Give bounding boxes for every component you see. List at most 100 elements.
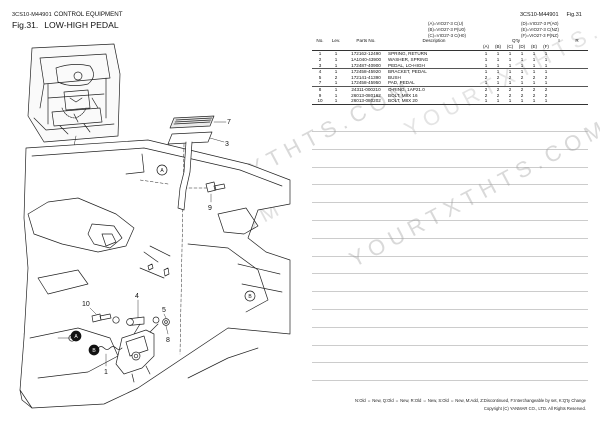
cell-qty: 1 bbox=[544, 62, 548, 68]
cell-qty: 1 bbox=[492, 98, 504, 105]
doc-code: 3CS10-M44901 bbox=[12, 12, 52, 18]
cell-parts-no: 24311-000210 bbox=[344, 85, 388, 93]
bracket-assembly bbox=[68, 313, 170, 383]
blank-rows bbox=[312, 114, 588, 396]
col-model-e: (E) bbox=[528, 44, 540, 52]
cell-lev: 1 bbox=[334, 92, 338, 98]
model-item: (E)=VIO27-3 C(NZ) bbox=[521, 27, 559, 32]
cell-no: 2 bbox=[318, 57, 322, 62]
col-qty: Q'ty bbox=[512, 38, 521, 43]
callout-1: 1 bbox=[104, 369, 108, 376]
cell-qty: 2 bbox=[544, 74, 548, 80]
cell-qty: 1 bbox=[480, 98, 492, 105]
copyright: Copyright (C) YANMAR CO., LTD. All Right… bbox=[483, 406, 586, 411]
cell-lev: 1 bbox=[334, 62, 338, 68]
cell-parts-no: 172458-45920 bbox=[344, 68, 388, 75]
cell-qty: 1 bbox=[484, 80, 488, 86]
callout-9: 9 bbox=[208, 205, 212, 212]
pedal-lo-high bbox=[167, 131, 213, 211]
cell-qty: 2 bbox=[484, 74, 488, 80]
callout-5: 5 bbox=[162, 307, 166, 314]
cell-no: 7 bbox=[318, 80, 322, 86]
cell-description: PEDAL, LO-HIGH bbox=[388, 62, 425, 68]
cell-qty: 1 bbox=[544, 51, 548, 57]
floor-plate bbox=[19, 139, 291, 409]
cell-qty: 1 bbox=[528, 68, 540, 75]
cell-qty: 1 bbox=[492, 68, 504, 75]
col-no: No. bbox=[316, 38, 324, 43]
cell-parts-no: 172141-41390 bbox=[351, 74, 381, 80]
cell-qty: 1 bbox=[528, 98, 540, 105]
cell-i bbox=[552, 68, 567, 75]
cell-parts-no: 172162-12490 bbox=[351, 51, 381, 57]
cell-qty: 1 bbox=[520, 80, 524, 86]
svg-text:B: B bbox=[92, 348, 96, 354]
marker-b-plate: B bbox=[244, 290, 256, 302]
cell-lev: 1 bbox=[328, 85, 344, 93]
cell-no: 1 bbox=[318, 51, 322, 57]
cell-qty: 2 bbox=[520, 92, 524, 98]
cell-i bbox=[552, 85, 567, 93]
cell-lev: 1 bbox=[334, 57, 338, 62]
col-lev: Lev. bbox=[331, 38, 341, 43]
cell-description: WASHER, SPRING bbox=[388, 57, 429, 62]
cell-qty: 2 bbox=[496, 74, 500, 80]
exploded-parts-diagram: 7 3 9 10 4 5 8 1 A B A B bbox=[19, 43, 291, 409]
cell-qty: 1 bbox=[520, 62, 524, 68]
cell-parts-no: 172458-45950 bbox=[351, 80, 381, 86]
parts-list: No. Lev. Parts No. Description Q'ty I R … bbox=[312, 38, 589, 105]
callout-7: 7 bbox=[227, 119, 231, 126]
cell-qty: 2 bbox=[496, 92, 500, 98]
cell-qty: 2 bbox=[532, 92, 536, 98]
cell-qty: 1 bbox=[540, 98, 553, 105]
figure-number: Fig.31. bbox=[12, 20, 39, 30]
section-title: CONTROL EQUIPMENT bbox=[54, 11, 123, 18]
cell-qty: 1 bbox=[480, 68, 492, 75]
model-legend-right: (D)=VIO27-3 P(A0) (E)=VIO27-3 C(NZ) (F)=… bbox=[521, 21, 559, 39]
cell-qty: 1 bbox=[540, 68, 553, 75]
cell-r bbox=[566, 68, 589, 75]
cell-no: 5 bbox=[318, 74, 322, 80]
cell-no: 8 bbox=[312, 85, 328, 93]
right-doc-code: 3CS10-M44901 bbox=[520, 12, 559, 18]
col-i: I bbox=[558, 38, 560, 43]
cell-qty: 1 bbox=[532, 51, 536, 57]
change-code-legend: N:Old ⇔ New, Q:Old ⇔ New, R:Old ⇔ New, S… bbox=[355, 398, 586, 403]
cell-qty: 1 bbox=[508, 51, 512, 57]
cell-lev: 1 bbox=[334, 80, 338, 86]
cell-qty: 1 bbox=[504, 68, 516, 75]
col-model-d: (D) bbox=[516, 44, 528, 52]
cell-qty: 1 bbox=[516, 68, 528, 75]
cell-qty: 2 bbox=[484, 92, 488, 98]
figure-title: Fig.31. LOW-HIGH PEDAL bbox=[12, 20, 119, 30]
bolt-m8x16 bbox=[205, 181, 226, 193]
cell-r bbox=[566, 98, 589, 105]
figure-name: LOW-HIGH PEDAL bbox=[44, 20, 119, 30]
cell-lev: 1 bbox=[328, 98, 344, 105]
marker-b-lower: B bbox=[88, 344, 100, 356]
cell-qty: 1 bbox=[508, 62, 512, 68]
cell-qty: 2 bbox=[480, 85, 492, 93]
col-parts-no: Parts No. bbox=[356, 38, 376, 43]
pedal-pad bbox=[169, 115, 215, 129]
cell-lev: 1 bbox=[334, 51, 338, 57]
cell-qty: 1 bbox=[532, 57, 536, 62]
cell-qty: 1 bbox=[484, 51, 488, 57]
col-description: Description bbox=[422, 38, 446, 43]
cell-no: 4 bbox=[312, 68, 328, 75]
cell-qty: 2 bbox=[532, 74, 536, 80]
cell-qty: 1 bbox=[484, 62, 488, 68]
cell-no: 3 bbox=[318, 62, 322, 68]
model-item: (A)=VIO27-3 C(U) bbox=[428, 21, 464, 26]
cell-qty: 2 bbox=[508, 74, 512, 80]
cell-qty: 1 bbox=[508, 57, 512, 62]
